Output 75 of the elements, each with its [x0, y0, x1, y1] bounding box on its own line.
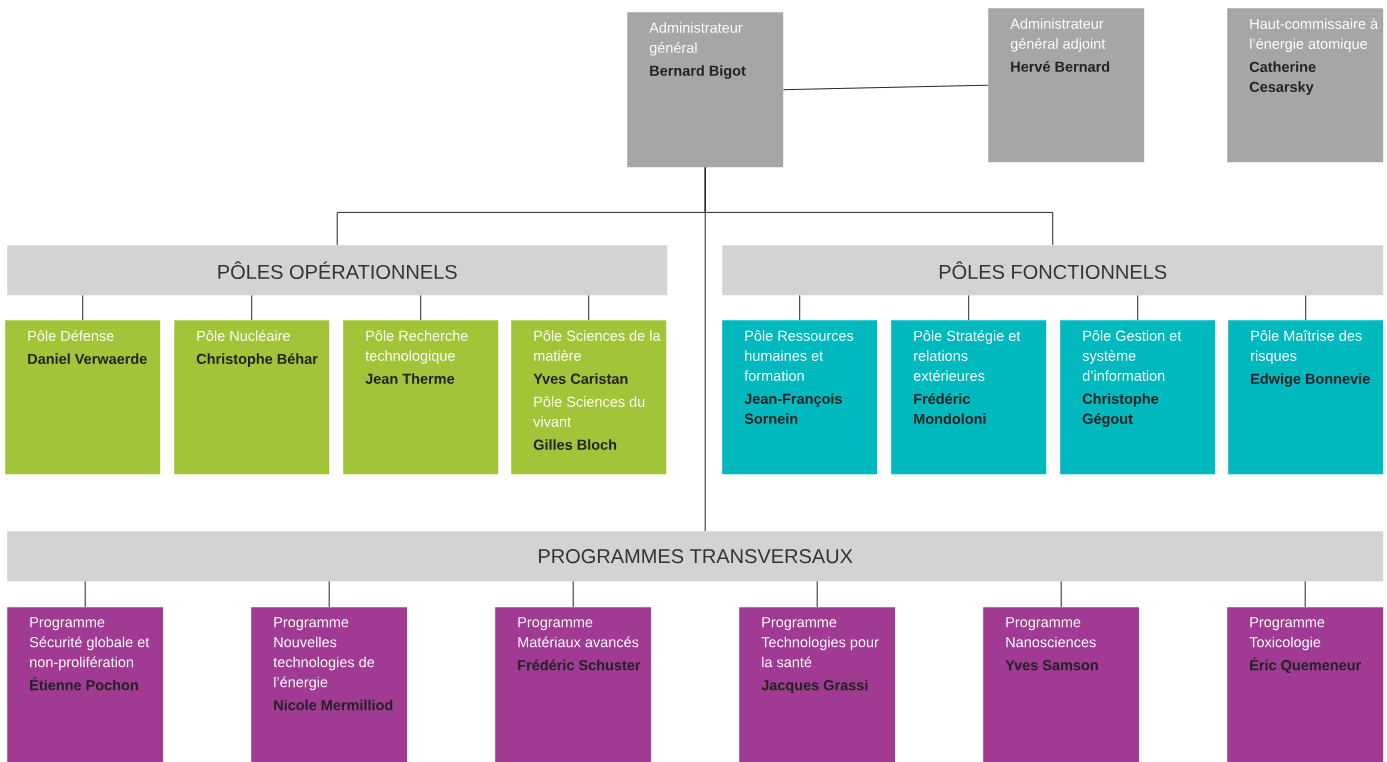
role-label: Pôle Nucléaire	[197, 330, 290, 341]
band-title: PROGRAMMES TRANSVERSAUX	[539, 549, 853, 564]
connector-line	[1137, 294, 1139, 321]
person-name: Nicole Mermilliod	[274, 699, 393, 711]
person-name: Hervé Bernard	[1011, 61, 1110, 72]
connector-line	[84, 580, 86, 608]
section-band	[7, 531, 1384, 582]
division-box	[1060, 320, 1216, 475]
role-label: Programme Nouvelles technologies de l’énergie	[273, 617, 375, 691]
division-box	[891, 320, 1047, 475]
person-name: Jean-François Sornein	[744, 393, 842, 424]
role-label: Programme Nanosciences	[1006, 617, 1096, 648]
person-name: Yves Caristan	[533, 373, 628, 384]
role-label: Pôle Maîtrise des risques	[1251, 330, 1362, 364]
role-label: Administrateur général	[649, 22, 743, 56]
role-label: Programme Matériaux avancés	[518, 617, 639, 648]
person-name: Frédéric Schuster	[518, 659, 641, 671]
person-name: Gilles Bloch	[533, 439, 617, 450]
person-name: Christophe Gégout	[1082, 393, 1159, 427]
person-name: Bernard Bigot	[650, 65, 746, 79]
executive-box	[988, 8, 1145, 163]
person-name: Daniel Verwaerde	[28, 353, 147, 364]
programme-box	[7, 607, 164, 762]
division-box	[722, 320, 878, 475]
executive-box	[627, 12, 784, 168]
role-label: Administrateur général adjoint	[1010, 18, 1106, 52]
connector-line	[1305, 294, 1307, 321]
connector-line	[1060, 580, 1062, 608]
division-box	[1228, 320, 1384, 475]
division-box	[174, 320, 330, 475]
person-name: Étienne Pochon	[30, 677, 138, 691]
role-label: Pôle Sciences de la matière	[534, 330, 661, 361]
division-box	[343, 320, 499, 475]
connector-line	[82, 294, 84, 321]
programme-box	[251, 607, 408, 762]
executive-box	[1227, 8, 1384, 163]
division-box	[511, 320, 667, 475]
person-name: Yves Samson	[1005, 660, 1098, 671]
role-label: Pôle Sciences du vivant	[533, 396, 645, 427]
person-name: Éric Quemeneur	[1250, 657, 1361, 673]
band-title: PÔLES OPÉRATIONNELS	[218, 261, 457, 280]
connector-line	[799, 294, 801, 321]
section-band	[7, 245, 668, 296]
connector-line	[816, 580, 818, 608]
connector-line	[588, 294, 590, 321]
section-band	[722, 245, 1384, 296]
role-label: Programme Sécurité globale et non-prolifération	[29, 617, 150, 671]
connector-line	[1304, 580, 1306, 608]
person-name: Frédéric Mondoloni	[914, 393, 986, 424]
connector-line	[782, 84, 989, 91]
connector-line	[968, 294, 970, 321]
person-name: Edwige Bonnevie	[1251, 373, 1370, 387]
role-label: Haut-commissaire à l’énergie atomique	[1250, 18, 1379, 52]
connector-line	[572, 580, 574, 608]
person-name: Jean Therme	[365, 373, 455, 384]
programme-box	[495, 607, 652, 762]
role-label: Programme Technologies pour la santé	[761, 617, 879, 668]
connector-line	[420, 294, 422, 321]
connector-line	[328, 580, 330, 608]
person-name: Jacques Grassi	[761, 679, 868, 694]
role-label: Pôle Stratégie et relations extérieures	[913, 330, 1021, 381]
role-label: Pôle Ressources humaines et formation	[744, 330, 854, 381]
role-label: Programme Toxicologie	[1249, 617, 1325, 651]
connector-line	[251, 294, 253, 321]
role-label: Pôle Gestion et système d’information	[1082, 330, 1182, 381]
division-box	[5, 320, 161, 475]
person-name: Christophe Béhar	[196, 353, 318, 367]
programme-box	[739, 607, 896, 762]
person-name: Catherine Cesarsky	[1249, 61, 1316, 95]
programme-box	[983, 607, 1140, 762]
programme-box	[1227, 607, 1384, 762]
connector-line	[704, 166, 706, 532]
role-label: Pôle Recherche technologique	[365, 330, 468, 364]
role-label: Pôle Défense	[28, 330, 114, 341]
band-title: PÔLES FONCTIONNELS	[939, 261, 1167, 280]
